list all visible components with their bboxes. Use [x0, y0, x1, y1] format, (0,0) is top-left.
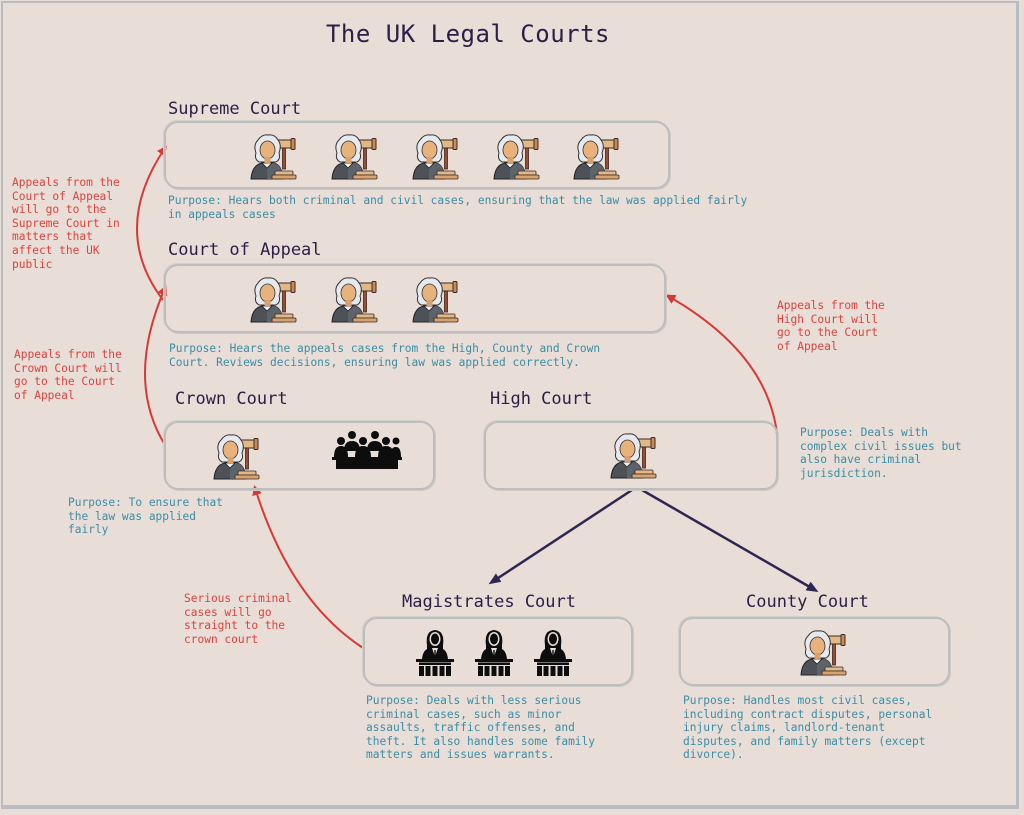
county-court-label: County Court [746, 592, 869, 612]
arrow-high-to-magistrates [488, 488, 633, 585]
county-court-purpose: Purpose: Handles most civil cases, inclu… [683, 694, 933, 762]
court-of-appeal-label: Court of Appeal [168, 240, 322, 260]
jury-icon [332, 429, 402, 469]
high-court-purpose: Purpose: Deals with complex civil issues… [800, 426, 962, 480]
judge-gavel-icon [329, 274, 379, 324]
magistrate-bench-icon [533, 627, 573, 677]
judge-gavel-icon [248, 131, 298, 181]
arrow-crown-to-appeal [144, 285, 167, 446]
magistrates-court-label: Magistrates Court [402, 592, 576, 612]
supreme-court-purpose: Purpose: Hears both criminal and civil c… [168, 194, 748, 221]
court-of-appeal-box[interactable] [164, 264, 666, 333]
judge-gavel-icon [571, 131, 621, 181]
high-court-label: High Court [490, 389, 593, 409]
court-of-appeal-purpose: Purpose: Hears the appeals cases from th… [169, 342, 601, 369]
judge-gavel-icon [608, 430, 658, 480]
magistrate-bench-icon [415, 627, 455, 677]
note-appeal-to-supreme: Appeals from the Court of Appeal will go… [12, 176, 120, 271]
arrow-high-to-county [641, 488, 819, 593]
county-court-box[interactable] [679, 617, 950, 686]
supreme-court-label: Supreme Court [168, 99, 302, 119]
judge-gavel-icon [410, 131, 460, 181]
arrow-magistrates-to-crown [252, 485, 364, 649]
magistrates-court-box[interactable] [363, 617, 633, 686]
arrow-appeal-to-supreme [136, 145, 167, 301]
crown-court-box[interactable] [164, 421, 435, 490]
judge-gavel-icon [211, 431, 261, 481]
judge-gavel-icon [491, 131, 541, 181]
note-magistrates-to-crown: Serious criminal cases will go straight … [184, 592, 292, 646]
judge-gavel-icon [248, 274, 298, 324]
judge-gavel-icon [410, 274, 460, 324]
supreme-court-box[interactable] [164, 121, 670, 189]
note-crown-to-appeal: Appeals from the Crown Court will go to … [14, 348, 122, 402]
magistrates-court-purpose: Purpose: Deals with less serious crimina… [366, 694, 596, 762]
crown-court-purpose: Purpose: To ensure that the law was appl… [68, 496, 223, 537]
diagram-title: The UK Legal Courts [325, 20, 611, 48]
judge-gavel-icon [329, 131, 379, 181]
crown-court-label: Crown Court [175, 389, 288, 409]
judge-gavel-icon [798, 627, 848, 677]
magistrate-bench-icon [474, 627, 514, 677]
note-high-to-appeal: Appeals from the High Court will go to t… [777, 299, 885, 353]
high-court-box[interactable] [484, 421, 778, 490]
